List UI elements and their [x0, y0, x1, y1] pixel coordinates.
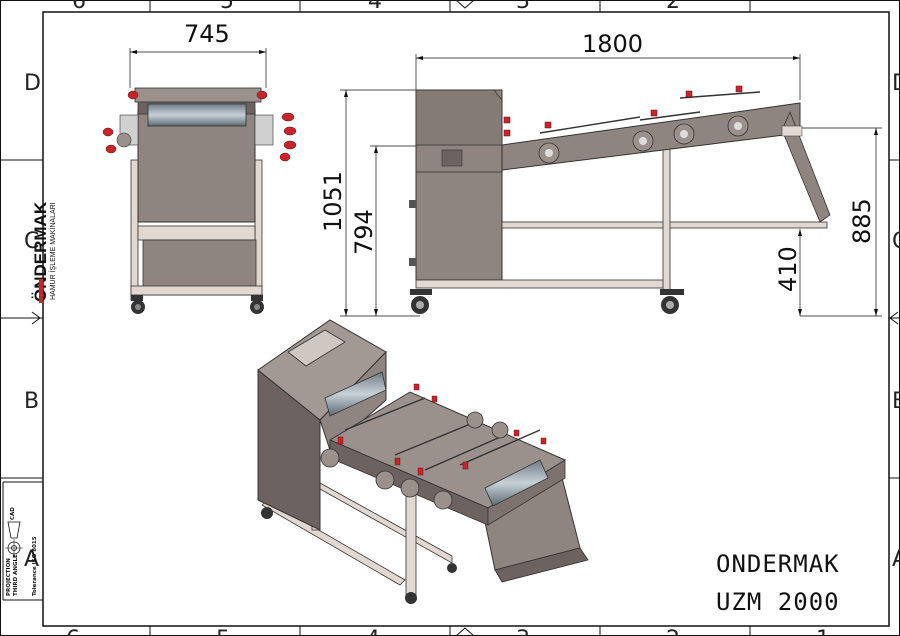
zone-left-C: C — [24, 229, 39, 254]
zone-bottom-4: 4 — [366, 627, 380, 636]
zone-bottom-2: 2 — [666, 627, 680, 636]
logo-brand: ÖNDERMAK — [31, 201, 50, 302]
third-angle-label: THIRD ANGLE — [13, 554, 19, 596]
dim-794: 794 — [350, 209, 378, 255]
zone-bottom-5: 5 — [216, 627, 230, 636]
zone-left-B: B — [24, 389, 39, 414]
zone-top-5: 5 — [220, 0, 234, 14]
zone-right-C: C — [892, 229, 900, 254]
dim-410: 410 — [774, 246, 802, 292]
zone-labels-left: D C B A — [24, 71, 41, 572]
dim-745: 745 — [184, 20, 230, 48]
zone-bottom-1: 1 — [816, 627, 830, 636]
projection-box: CAD PROJECTION THIRD ANGLE Tolerance ISO… — [2, 481, 43, 601]
zone-top-4: 4 — [368, 0, 382, 14]
dim-1800: 1800 — [582, 30, 643, 58]
zone-right-B: B — [892, 389, 900, 414]
brand-logo: ÖNDERMAK HAMUR İŞLEME MAKİNALARI — [31, 201, 57, 302]
zone-bottom-3: 3 — [516, 627, 530, 636]
front-view: 745 — [102, 20, 297, 314]
logo-accent — [39, 279, 43, 303]
zone-labels-right: D C B A — [892, 71, 900, 572]
zone-top-6: 6 — [72, 0, 86, 14]
logo-tagline: HAMUR İŞLEME MAKİNALARI — [48, 202, 57, 300]
projection-label: PROJECTION — [6, 558, 12, 596]
zone-right-D: D — [892, 71, 900, 96]
title-model: UZM 2000 — [716, 588, 840, 616]
projection-cone-icon — [7, 521, 21, 539]
zone-right-A: A — [892, 547, 900, 572]
title-block: ONDERMAK UZM 2000 — [716, 550, 840, 616]
zone-left-D: D — [24, 71, 41, 96]
zone-labels-bottom: 6 5 4 3 2 1 — [66, 627, 830, 636]
title-company: ONDERMAK — [716, 550, 840, 578]
side-view: 1800 1051 794 885 410 — [319, 30, 882, 317]
dim-1051: 1051 — [319, 171, 347, 232]
isometric-view — [257, 319, 589, 604]
dim-885: 885 — [848, 198, 876, 244]
zone-top-3: 3 — [516, 0, 530, 14]
cad-label: CAD — [10, 507, 16, 520]
zone-left-A: A — [24, 547, 39, 572]
zone-bottom-6: 6 — [66, 627, 80, 636]
zone-labels-top: 6 5 4 3 2 — [72, 0, 680, 14]
zone-top-2: 2 — [666, 0, 680, 14]
tolerance-label: Tolerance ISO 8015 — [32, 536, 38, 596]
